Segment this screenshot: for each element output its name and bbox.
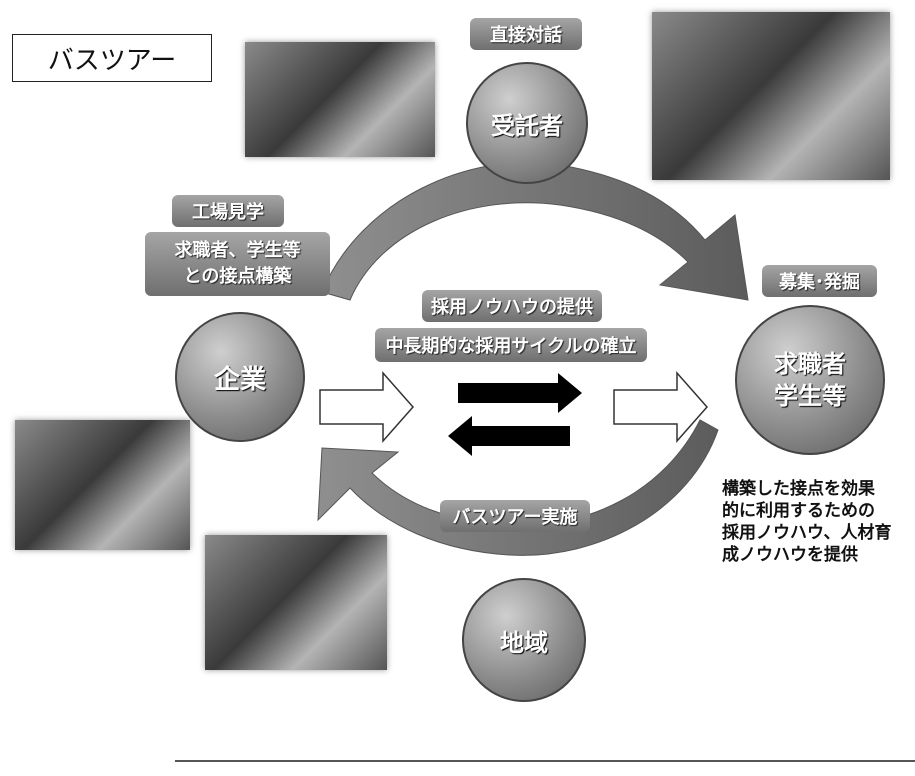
left-outline-arrow (319, 371, 415, 443)
region-circle: 地域 (462, 578, 586, 702)
contractor-label: 受託者 (491, 111, 563, 140)
bottom-cycle-arrow (317, 419, 719, 556)
exchange-arrow-left (448, 416, 570, 456)
factory-tour-photo (15, 420, 190, 550)
factory-visit-label: 工場見学 (192, 202, 264, 223)
exchange-arrow-right (458, 373, 582, 413)
bus-tour-tag: バスツアー実施 (440, 500, 590, 532)
jobseeker-label-line2: 学生等 (774, 382, 846, 410)
company-circle: 企業 (175, 312, 305, 442)
title-box: バスツアー (12, 34, 212, 82)
consultation-photo (652, 12, 890, 180)
note-line2: 的に利用するための (722, 501, 875, 521)
right-outline-arrow (613, 371, 709, 443)
factory-visit-tag: 工場見学 (172, 195, 284, 227)
contractor-circle: 受託者 (466, 62, 588, 184)
top-cycle-arrow (321, 161, 749, 301)
region-label: 地域 (500, 628, 548, 657)
note-line4: 成ノウハウを提供 (722, 545, 858, 565)
note-line1: 構築した接点を効果 (722, 479, 875, 499)
know-how-label: 採用ノウハウの提供 (431, 297, 593, 318)
title-text: バスツアー (47, 45, 177, 76)
recruit-tag: 募集･発掘 (762, 265, 877, 297)
direct-dialogue-label: 直接対話 (490, 25, 562, 46)
contact-building-line2: との接点構築 (183, 266, 292, 287)
provision-note: 構築した接点を効果 的に利用するための 採用ノウハウ、人材育 成ノウハウを提供 (722, 478, 912, 566)
jobseeker-label-line1: 求職者 (774, 350, 846, 378)
recruit-label: 募集･発掘 (779, 272, 860, 293)
bus-photo (205, 535, 387, 670)
bus-tour-label: バスツアー実施 (452, 507, 578, 528)
know-how-tag: 採用ノウハウの提供 (422, 290, 602, 322)
recruit-cycle-label: 中長期的な採用サイクルの確立 (385, 336, 637, 357)
bottom-divider (175, 760, 915, 762)
meeting-photo (245, 42, 435, 157)
contact-building-tag: 求職者、学生等 との接点構築 (145, 232, 330, 296)
jobseeker-circle: 求職者 学生等 (735, 305, 885, 455)
note-line3: 採用ノウハウ、人材育 (722, 523, 892, 543)
direct-dialogue-tag: 直接対話 (470, 18, 582, 50)
company-label: 企業 (213, 364, 266, 395)
recruit-cycle-tag: 中長期的な採用サイクルの確立 (375, 328, 647, 362)
contact-building-line1: 求職者、学生等 (174, 240, 301, 261)
